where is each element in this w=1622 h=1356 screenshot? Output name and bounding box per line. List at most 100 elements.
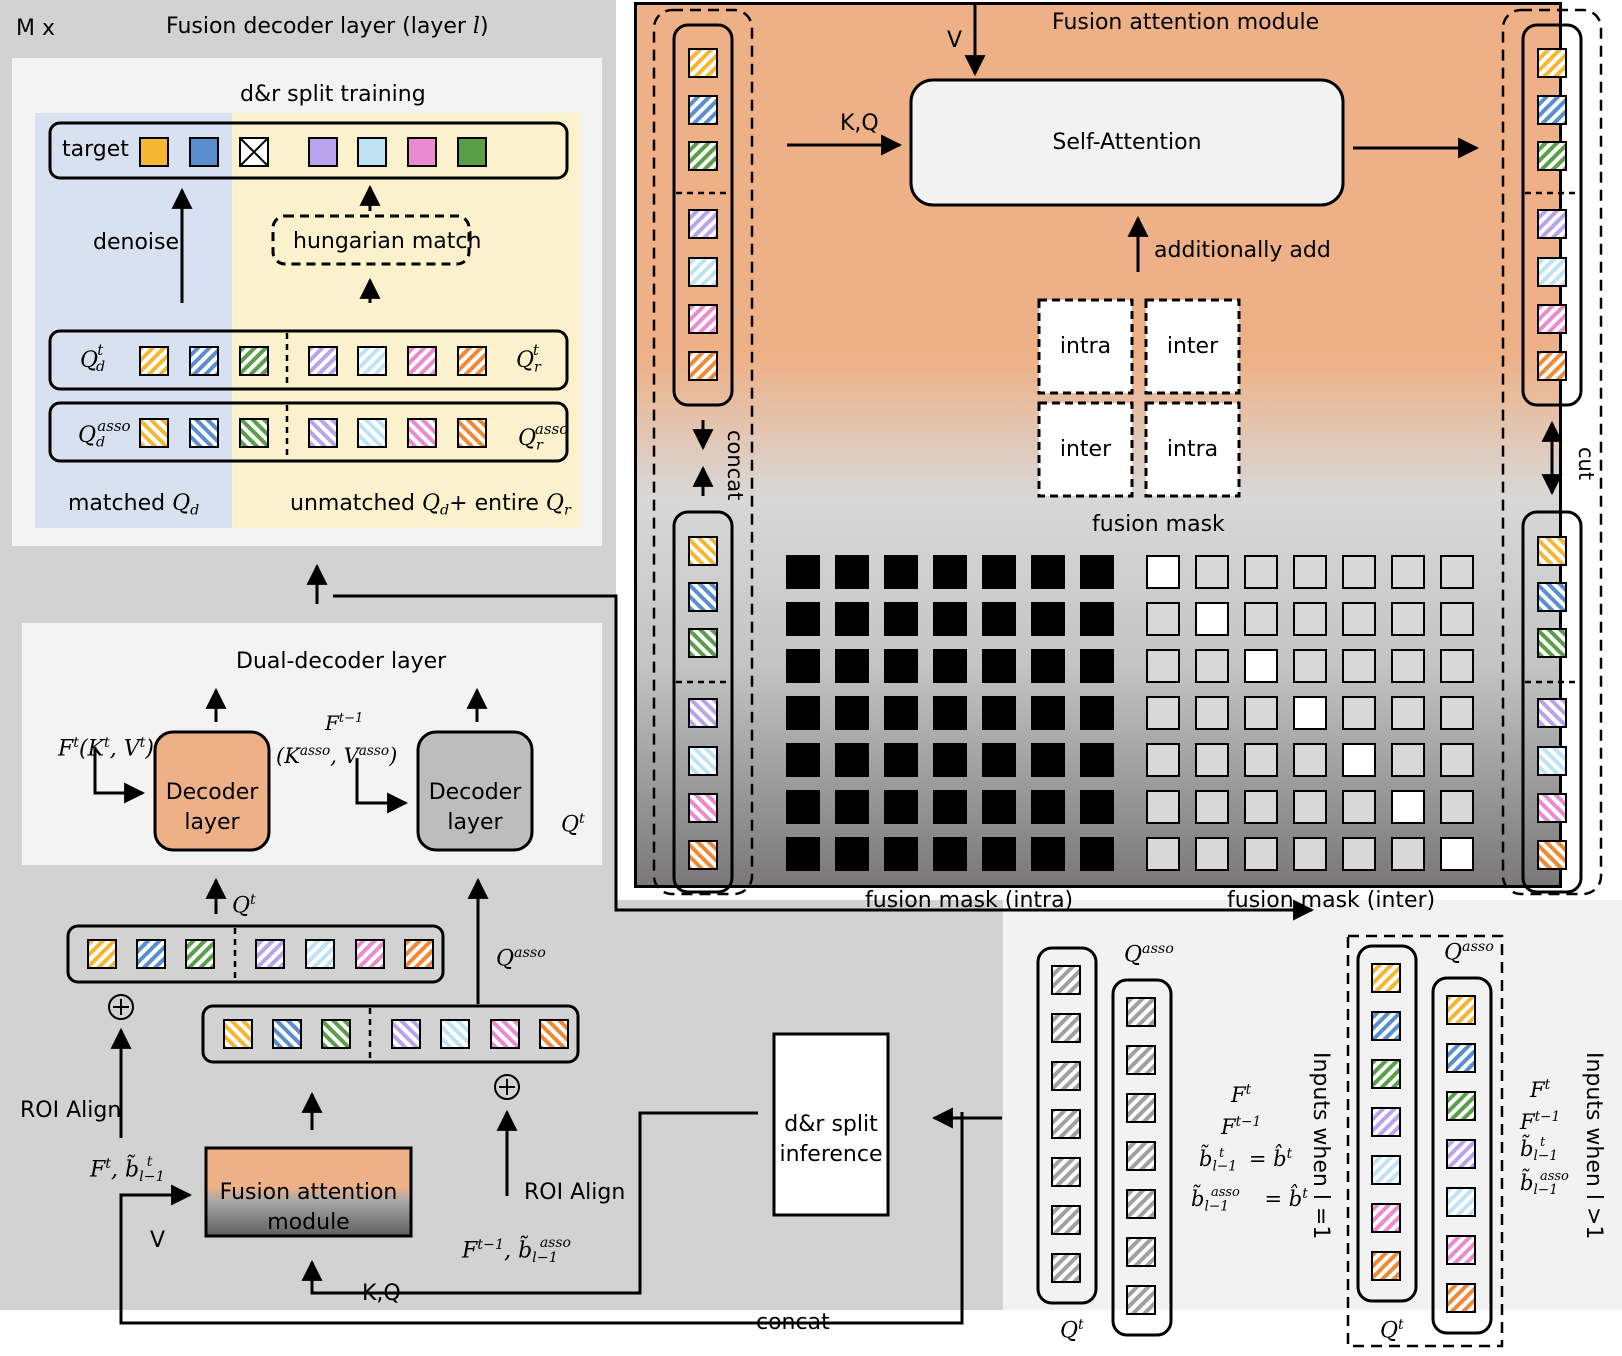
qasso-dual-token [272, 1019, 302, 1049]
matched-band [35, 113, 232, 528]
input2-qasso-token [1446, 1091, 1476, 1121]
qasso-token [139, 418, 169, 448]
mask-inter-cell [1195, 743, 1229, 777]
mask-intra-cell [835, 743, 869, 777]
mask-intra-cell [786, 837, 820, 871]
target-token [407, 137, 437, 167]
target-token [457, 137, 487, 167]
input-qt-token [1051, 1205, 1081, 1235]
mask-intra-cell [835, 790, 869, 824]
v-label-bottom: V [150, 1228, 166, 1253]
mask-intra-cell [1080, 602, 1114, 636]
fa-left-bottom-token [688, 698, 718, 728]
fusion-attention-title: Fusion attention module [1052, 10, 1320, 35]
qasso-token [407, 418, 437, 448]
input-qasso-token [1126, 1141, 1156, 1171]
mask-intra-cell [982, 555, 1016, 589]
fa-right-bottom-token [1537, 628, 1567, 658]
mask-intra-cell [933, 743, 967, 777]
target-empty-cross [239, 137, 269, 167]
mask-intra-cell [933, 649, 967, 683]
fa-left-top-token [688, 209, 718, 239]
input2-qt-token [1371, 963, 1401, 993]
fa-right-bottom-token [1537, 840, 1567, 870]
mask-inter-cell [1391, 696, 1425, 730]
input-qasso-token [1126, 1093, 1156, 1123]
self-attention-label: Self-Attention [1052, 130, 1202, 155]
mask-intra-cell [786, 790, 820, 824]
mask-inter-cell [1146, 696, 1180, 730]
mask-cell-1: intra [1059, 334, 1112, 359]
unmatched-band [232, 113, 580, 528]
mask-inter-cell [1146, 602, 1180, 636]
mask-intra-cell [786, 696, 820, 730]
fa-right-bottom-token [1537, 536, 1567, 566]
mask-intra-cell [982, 743, 1016, 777]
kq-label-bottom: K,Q [362, 1281, 401, 1306]
qasso-token [308, 418, 338, 448]
qasso-dual-token [490, 1019, 520, 1049]
mask-intra-cell [884, 837, 918, 871]
qd-asso-label: Qdasso [78, 417, 131, 451]
mask-inter-cell [1440, 555, 1474, 589]
qasso-dual-token [391, 1019, 421, 1049]
qt-dual-token [185, 939, 215, 969]
fa-right-bottom-token [1537, 793, 1567, 823]
roi-align-left: ROI Align [20, 1098, 122, 1123]
mask-intra-cell [933, 602, 967, 636]
input2-qasso-token [1446, 1139, 1476, 1169]
mask-intra-cell [1080, 649, 1114, 683]
dr-training-title: d&r split training [240, 82, 426, 107]
qt-token [139, 346, 169, 376]
input-qt-token [1051, 1109, 1081, 1139]
mask-inter-cell [1195, 555, 1229, 589]
fa-left-top-token [688, 95, 718, 125]
input-qt-token [1051, 1157, 1081, 1187]
fa-left-bottom-token [688, 582, 718, 612]
mask-inter-cell [1293, 602, 1327, 636]
mask-inter-cell [1342, 555, 1376, 589]
input2-qt-token [1371, 1203, 1401, 1233]
mask-inter-cell [1244, 649, 1278, 683]
mask-inter-cell [1293, 837, 1327, 871]
mask-intra-cell [884, 790, 918, 824]
mask-inter-cell [1293, 743, 1327, 777]
fa-right-top-token [1537, 304, 1567, 334]
fa-left-bottom-token [688, 536, 718, 566]
mask-inter-cell [1391, 743, 1425, 777]
input-qasso-token [1126, 1237, 1156, 1267]
qasso-token [357, 418, 387, 448]
mask-inter-cell [1342, 696, 1376, 730]
input-qasso-token [1126, 997, 1156, 1027]
fa-left-bottom-token [688, 628, 718, 658]
input2-qasso-token [1446, 1283, 1476, 1313]
fa-left-top-token [688, 351, 718, 381]
mask-intra-label: fusion mask (intra) [865, 888, 1074, 913]
mask-inter-cell [1244, 743, 1278, 777]
v-label-top: V [947, 28, 963, 53]
input2-qasso-token [1446, 995, 1476, 1025]
input2-qt-token [1371, 1059, 1401, 1089]
mask-inter-cell [1342, 837, 1376, 871]
fa-left-top-token [688, 141, 718, 171]
concat-label-bottom: concat [756, 1310, 830, 1335]
qd-t-label: Qdt [80, 341, 106, 376]
input2-qasso-token [1446, 1235, 1476, 1265]
mask-inter-label: fusion mask (inter) [1227, 888, 1436, 913]
kv-asso-label: (Kasso, Vasso) [276, 743, 398, 769]
mask-inter-cell [1146, 790, 1180, 824]
inputs-l2-formulas: Ft Ft−1 b̃l−1t b̃l−1asso [1520, 1077, 1569, 1199]
input2-qt-token [1371, 1251, 1401, 1281]
fa-right-top-token [1537, 351, 1567, 381]
mask-inter-cell [1440, 837, 1474, 871]
input2-qasso-token [1446, 1043, 1476, 1073]
input-qasso-token [1126, 1285, 1156, 1315]
mask-intra-cell [933, 790, 967, 824]
target-token [189, 137, 219, 167]
fa-right-top-token [1537, 95, 1567, 125]
input2-qt-token [1371, 1107, 1401, 1137]
repeat-label: M x [16, 16, 55, 41]
mask-inter-cell [1342, 649, 1376, 683]
